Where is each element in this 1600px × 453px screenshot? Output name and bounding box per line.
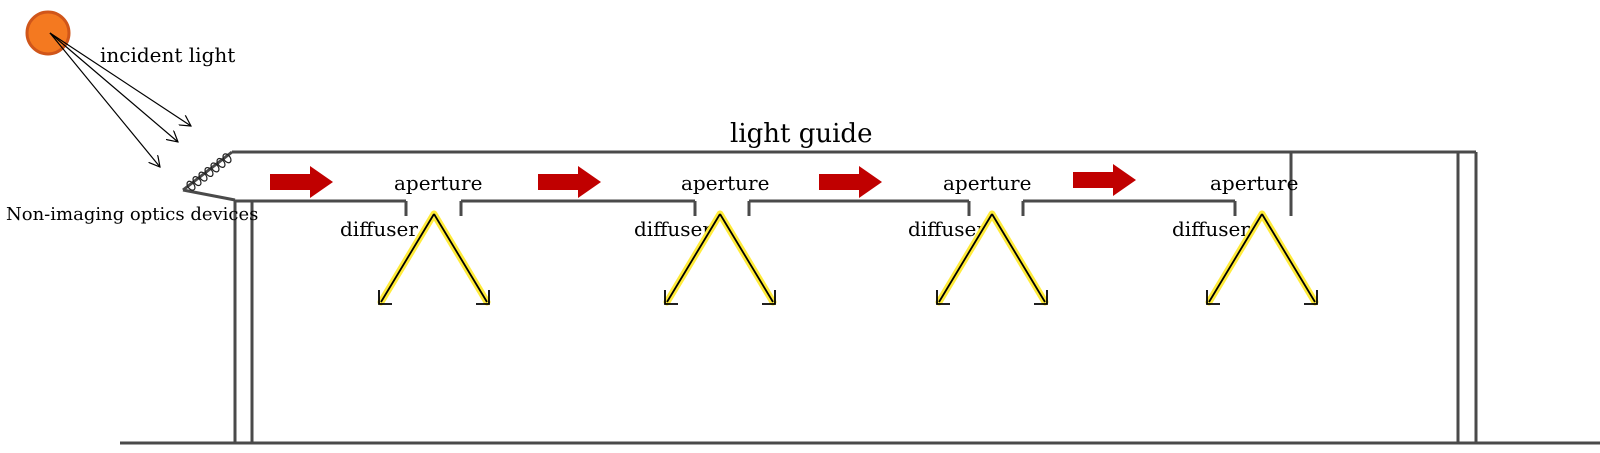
coil-loop xyxy=(216,157,226,168)
coil-loop xyxy=(222,153,232,164)
flow-arrow-icon xyxy=(1073,164,1136,196)
diffuser-label: diffuser xyxy=(1172,217,1250,241)
light-ray xyxy=(49,32,191,126)
flow-arrow-icon xyxy=(270,166,333,198)
collector-top-edge xyxy=(182,150,233,192)
unit-3: aperture diffuser xyxy=(908,171,1049,306)
diffuser-rays xyxy=(1205,210,1319,306)
flow-arrow-icon xyxy=(819,166,882,198)
coil-loop xyxy=(210,162,220,173)
light-flow-arrows xyxy=(270,164,1136,198)
non-imaging-optics-label: Non-imaging optics devices xyxy=(6,204,258,225)
aperture-label: aperture xyxy=(1210,171,1298,195)
aperture-label: aperture xyxy=(943,171,1031,195)
aperture-label: aperture xyxy=(394,171,482,195)
diffuser-rays xyxy=(663,210,777,306)
diffuser-rays xyxy=(935,210,1049,306)
diffuser-label: diffuser xyxy=(634,217,712,241)
coil-loop xyxy=(186,180,196,191)
coil-loop xyxy=(192,176,202,187)
light-guide-structure xyxy=(120,150,1600,445)
diffuser-label: diffuser xyxy=(908,217,986,241)
unit-2: aperture diffuser xyxy=(634,171,777,306)
coil-loop xyxy=(198,171,208,182)
unit-1: aperture diffuser xyxy=(340,171,491,306)
flow-arrow-icon xyxy=(538,166,601,198)
light-guide-label: light guide xyxy=(730,119,872,149)
diffuser-rays xyxy=(377,210,491,306)
unit-4: aperture diffuser xyxy=(1172,171,1319,306)
light-ray xyxy=(49,32,178,142)
collector-bottom-edge xyxy=(182,188,236,202)
diffuser-label: diffuser xyxy=(340,217,418,241)
incident-light-rays xyxy=(49,32,191,167)
coil-loop xyxy=(204,166,214,178)
light-ray xyxy=(49,32,160,167)
non-imaging-optics-coil xyxy=(186,153,232,191)
aperture-label: aperture xyxy=(681,171,769,195)
incident-light-label: incident light xyxy=(100,43,235,67)
